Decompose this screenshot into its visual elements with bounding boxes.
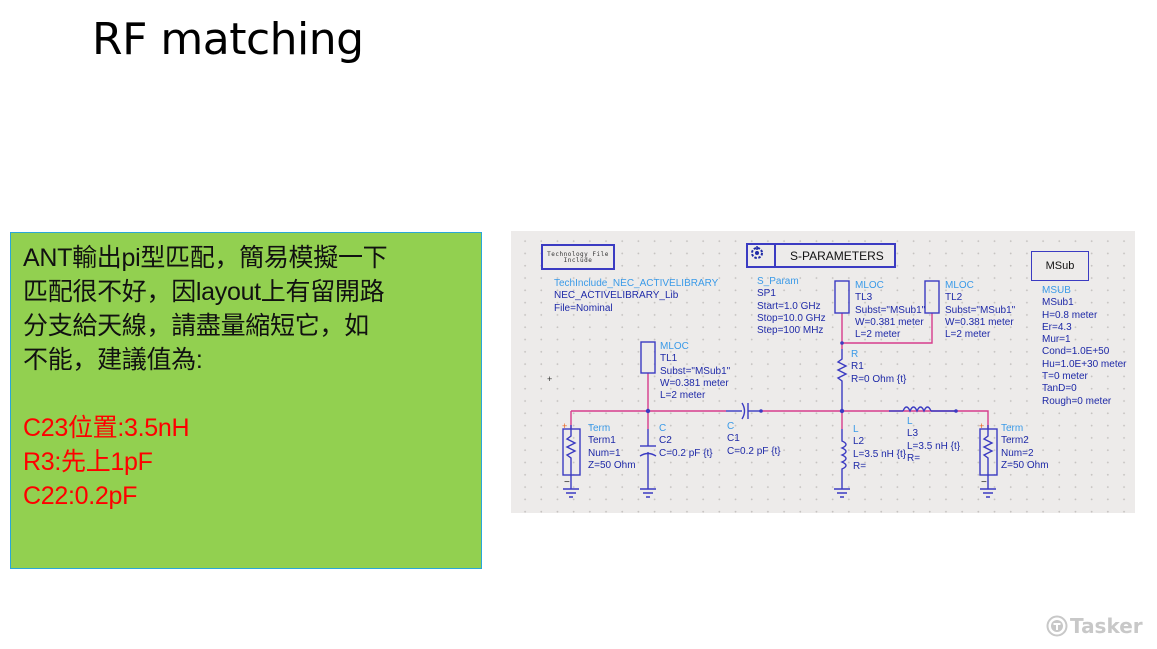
s-parameters-title: S-PARAMETERS	[790, 248, 884, 263]
note-box: ANT輸出pi型匹配，簡易模擬一下 匹配很不好，因layout上有留開路 分支給…	[10, 232, 482, 569]
term1-label: Term Term1 Num=1 Z=50 Ohm	[588, 423, 636, 471]
recommendation-c22: C22:0.2pF	[23, 482, 138, 510]
msub-label: MSUB MSub1 H=0.8 meter Er=4.3 Mur=1 Cond…	[1042, 285, 1127, 407]
tl2-label: MLOC TL2 Subst="MSub1" W=0.381 meter L=2…	[945, 280, 1016, 341]
l2-label: L L2 L=3.5 nH {t} R=	[853, 424, 907, 472]
note-line: 匹配很不好，因layout上有留開路	[23, 278, 385, 306]
svg-text:+: +	[979, 421, 984, 431]
tl1-label: MLOC TL1 Subst="MSub1" W=0.381 meter L=2…	[660, 341, 731, 402]
recommendation-c23: C23位置:3.5nH	[23, 414, 190, 442]
svg-text:−: −	[564, 477, 570, 488]
svg-text:+: +	[562, 421, 567, 431]
l3-label: L L3 L=3.5 nH {t} R=	[907, 416, 961, 464]
tasker-logo-icon	[1046, 615, 1068, 637]
msub-block[interactable]: MSub	[1031, 251, 1089, 281]
note-line: 分支給天線，請盡量縮短它，如	[23, 312, 369, 340]
c2-label: C C2 C=0.2 pF {t}	[659, 423, 713, 459]
s-parameter-simulation-icon	[748, 245, 776, 266]
tech-include-box-label: Include	[563, 257, 593, 264]
schematic-wiring: + + − − +	[547, 280, 998, 498]
tech-include-label: TechInclude_NEC_ACTIVELIBRARY NEC_ACTIVE…	[554, 278, 719, 314]
slide-title: RF matching	[92, 14, 364, 65]
note-line: 不能，建議值為:	[23, 346, 203, 374]
r1-label: R R1 R=0 Ohm {t}	[851, 349, 907, 385]
recommendation-r3: R3:先上1pF	[23, 448, 153, 476]
ground-symbols	[563, 488, 996, 498]
tech-include-box-label: Technology File	[547, 251, 609, 258]
term2-label: Term Term2 Num=2 Z=50 Ohm	[1001, 423, 1049, 471]
note-spacer	[23, 377, 469, 411]
svg-text:+: +	[547, 374, 552, 384]
sp1-label: S_Param SP1 Start=1.0 GHz Stop=10.0 GHz …	[757, 276, 826, 337]
tech-include-block[interactable]: Technology File Include	[541, 244, 615, 270]
watermark: Tasker	[1046, 614, 1143, 638]
c1-label: C C1 C=0.2 pF {t}	[727, 421, 781, 457]
tl3-label: MLOC TL3 Subst="MSub1" W=0.381 meter L=2…	[855, 280, 926, 341]
ads-schematic: + + − − + Technology File Include TechIn…	[511, 231, 1135, 513]
note-line: ANT輸出pi型匹配，簡易模擬一下	[23, 244, 388, 272]
watermark-text: Tasker	[1070, 614, 1143, 638]
svg-text:−: −	[981, 477, 987, 488]
s-parameters-block[interactable]: S-PARAMETERS	[746, 243, 896, 268]
